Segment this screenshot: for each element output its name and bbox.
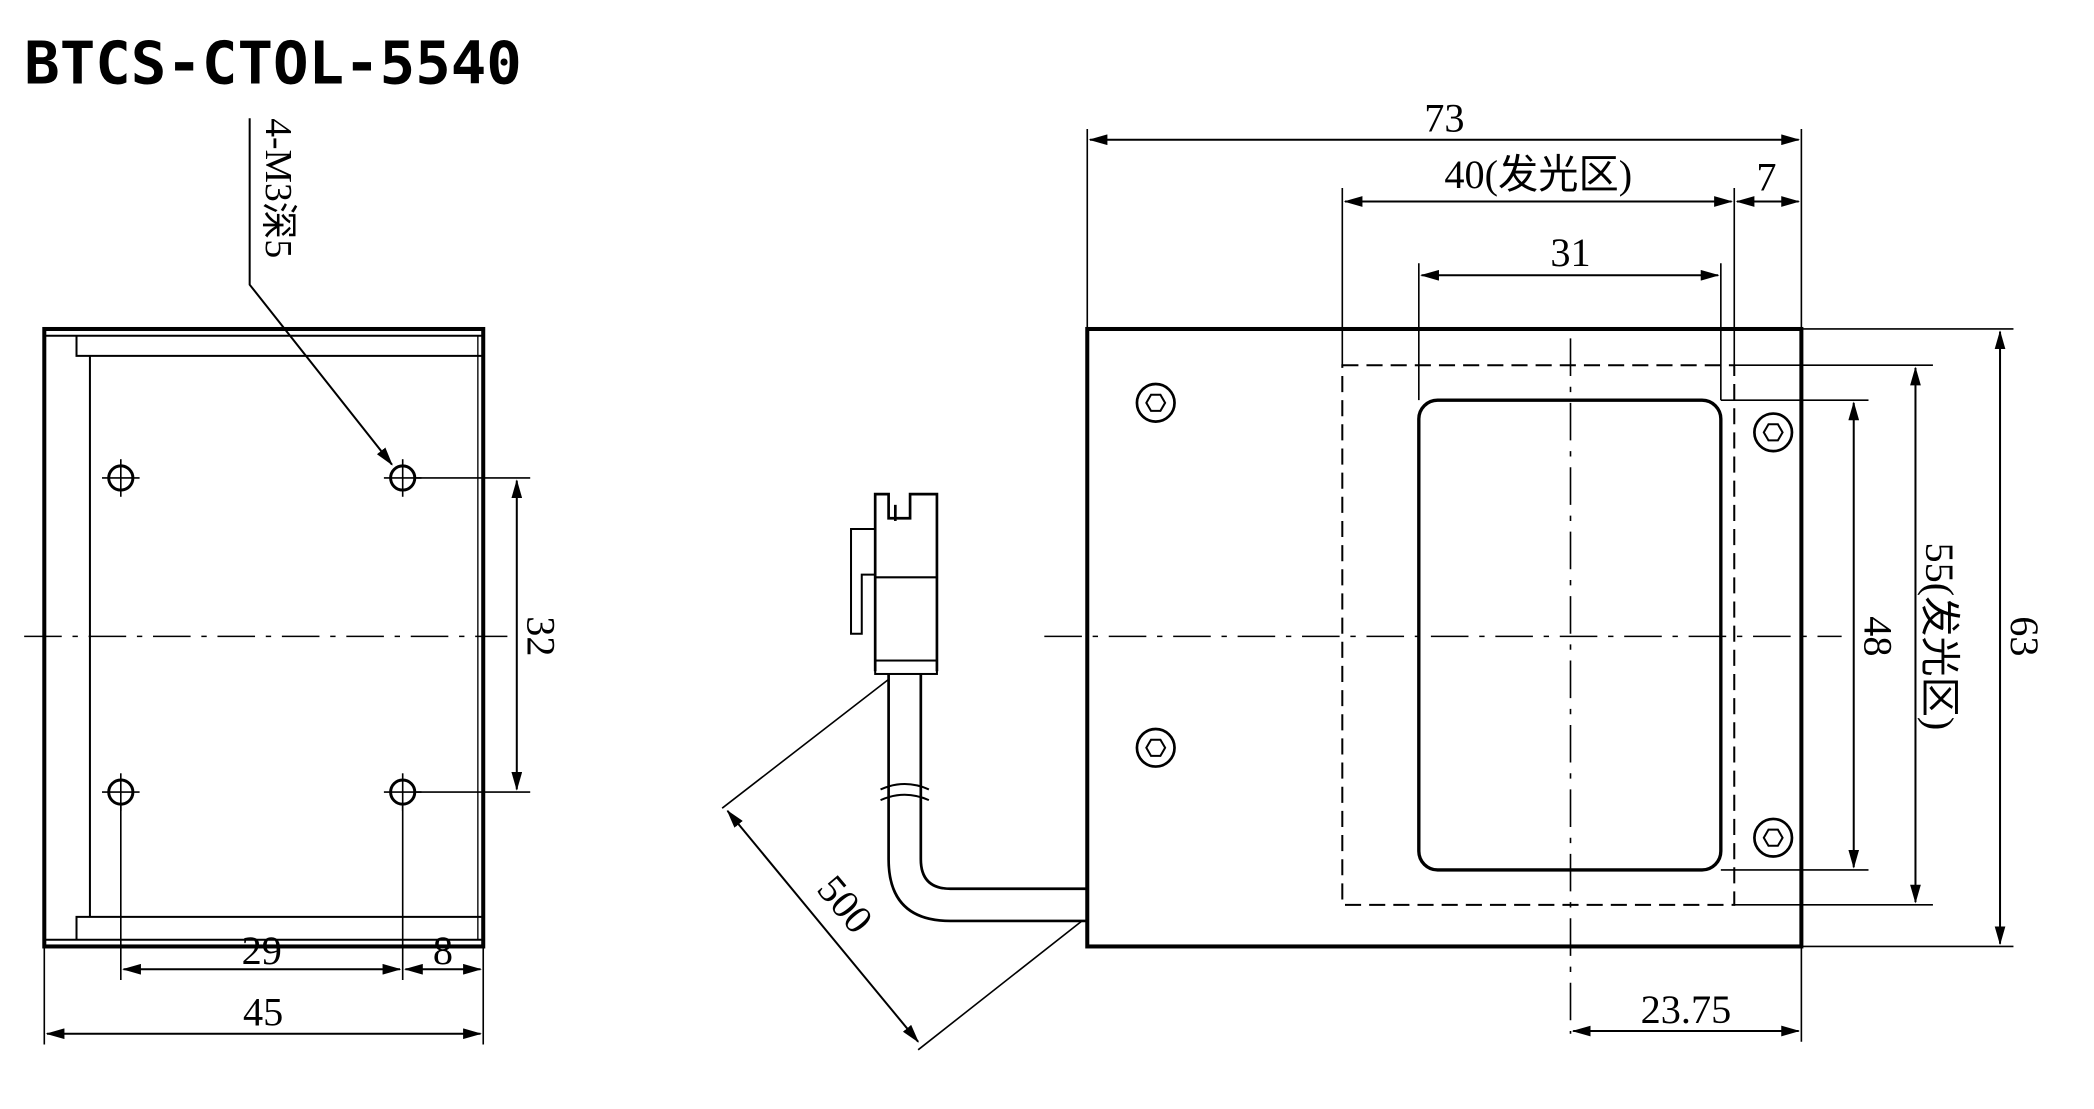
right-body-outline [1085, 326, 1804, 949]
emitting-area-outline [1341, 364, 1736, 906]
dim-label-7: 7 [1756, 155, 1776, 200]
dim-label-500: 500 [809, 867, 882, 942]
dim-line-500 [726, 809, 919, 1043]
hole-note-leader [248, 118, 393, 466]
dim-label-31: 31 [1550, 230, 1590, 275]
hex-screw-icon [1135, 382, 1176, 423]
mounting-hole-icon [102, 459, 140, 497]
dim-label-55-emitting: 55(发光区) [1917, 542, 1962, 730]
left-body-outline [42, 326, 486, 949]
dim-label-40-emitting: 40(发光区) [1444, 152, 1632, 197]
dim-label-73: 73 [1424, 96, 1464, 141]
drawing-title: BTCS-CTOL-5540 [24, 28, 522, 97]
dim-label-32: 32 [519, 616, 564, 656]
connector-housing-icon [873, 492, 939, 672]
dim-label-29: 29 [242, 928, 282, 973]
dim-label-8: 8 [433, 928, 453, 973]
left-inner-frame [75, 335, 484, 357]
dim-label-63: 63 [2002, 616, 2047, 656]
dim-label-23-75: 23.75 [1641, 987, 1732, 1032]
right-view [1044, 128, 2014, 1042]
mounting-hole-icon [383, 773, 422, 811]
hex-screw-icon [1135, 727, 1176, 768]
hex-screw-icon [1753, 412, 1794, 453]
dim-label-45: 45 [243, 990, 283, 1035]
connector-and-cable [721, 492, 1088, 1051]
left-view [24, 118, 531, 1045]
hole-note-label: 4-M3深5 [257, 118, 298, 258]
hex-screw-icon [1753, 817, 1794, 858]
mounting-hole-icon [102, 773, 140, 811]
dim-label-48: 48 [1855, 616, 1900, 656]
mounting-hole-icon [383, 459, 422, 497]
